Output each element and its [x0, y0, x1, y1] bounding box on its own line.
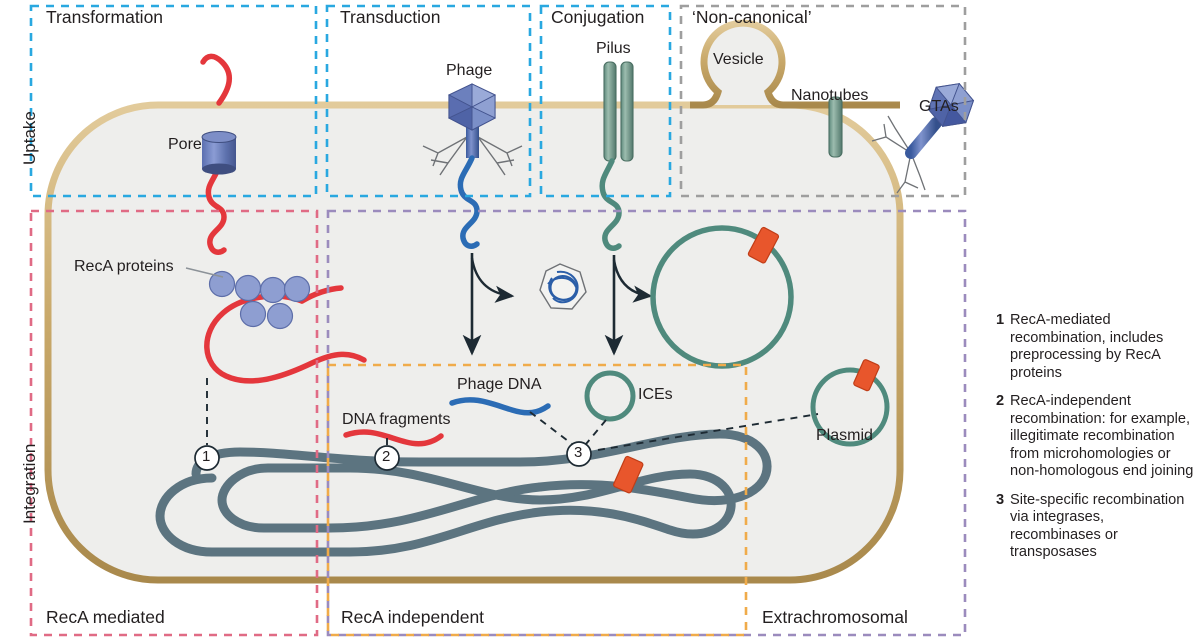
gta-particle	[871, 82, 975, 194]
legend-text-1: RecA-mediated recombination, includes pr…	[1010, 312, 1164, 381]
label-pilus: Pilus	[596, 40, 631, 57]
phage-particle	[422, 83, 523, 249]
gta-legs	[871, 115, 926, 194]
dna-fragments-red	[343, 429, 444, 447]
box-non-canonical	[679, 4, 967, 198]
label-dna-fragments: DNA fragments	[342, 411, 451, 428]
ice-circularisation	[604, 255, 653, 356]
callout-circles	[194, 441, 592, 471]
callout-marker-2: 2	[382, 448, 391, 465]
legend-text-2: RecA-independent recombination: for exam…	[1010, 393, 1194, 479]
ices-small-circle	[584, 370, 636, 422]
axis-label-integration: Integration	[20, 443, 39, 524]
label-plasmid: Plasmid	[816, 427, 873, 444]
label-gtas: GTAs	[919, 98, 959, 115]
section-title-reca-independent: RecA independent	[341, 607, 485, 627]
gta-capsid	[927, 82, 975, 128]
box-transformation	[29, 4, 318, 198]
section-title-transformation: Transformation	[46, 7, 164, 27]
box-extrachromosomal	[326, 209, 967, 637]
label-reca-proteins: RecA proteins	[74, 258, 174, 275]
legend-item-1: 1 RecA-mediated recombination, includes …	[996, 312, 1196, 382]
reca-coated-dna	[185, 267, 367, 384]
callout-marker-3: 3	[574, 444, 583, 461]
box-transduction	[325, 4, 532, 198]
figure-legend: 1 RecA-mediated recombination, includes …	[996, 312, 1196, 573]
phage-capsid	[447, 83, 497, 131]
bacterial-chromosome	[155, 429, 772, 557]
label-phage: Phage	[446, 62, 493, 79]
phage-dna-fragment	[449, 397, 551, 416]
legend-item-2: 2 RecA-independent recombination: for ex…	[996, 393, 1196, 481]
legend-number-3: 3	[996, 491, 1005, 508]
axis-label-uptake: Uptake	[20, 111, 39, 165]
section-title-conjugation: Conjugation	[551, 7, 645, 27]
reca-protein-beads	[208, 270, 311, 330]
label-pore: Pore	[168, 136, 202, 153]
box-conjugation	[539, 4, 672, 198]
integration-section-boxes	[29, 209, 967, 637]
legend-item-3: 3 Site-specific recombination via integr…	[996, 492, 1196, 562]
callout-marker-1: 1	[202, 448, 211, 465]
pilus-structure	[599, 61, 634, 251]
circular-phage-genome	[539, 263, 587, 310]
section-title-reca-mediated: RecA mediated	[46, 607, 165, 627]
plasmid-circle	[810, 359, 890, 447]
chromosome-integration-site	[613, 455, 644, 494]
label-nanotubes: Nanotubes	[791, 87, 869, 104]
pore-protein	[201, 131, 237, 175]
callout-leaders	[206, 378, 819, 451]
uptake-section-boxes	[29, 4, 967, 198]
section-title-transduction: Transduction	[340, 7, 441, 27]
legend-number-1: 1	[996, 312, 1005, 328]
label-ices: ICEs	[638, 386, 673, 403]
phage-legs	[422, 136, 523, 176]
label-phage-dna: Phage DNA	[457, 376, 542, 393]
phage-circularisation	[462, 253, 587, 356]
box-reca-mediated	[29, 209, 319, 637]
membrane-vesicle	[690, 19, 900, 109]
nanotube-structure	[828, 96, 843, 158]
legend-number-2: 2	[996, 393, 1005, 409]
section-title-extrachromosomal: Extrachromosomal	[762, 607, 908, 627]
transformation-dna-strand	[200, 53, 232, 255]
label-vesicle: Vesicle	[713, 51, 764, 68]
legend-text-3: Site-specific recombination via integras…	[1010, 491, 1185, 561]
section-title-non-canonical: ‘Non-canonical’	[692, 7, 812, 27]
